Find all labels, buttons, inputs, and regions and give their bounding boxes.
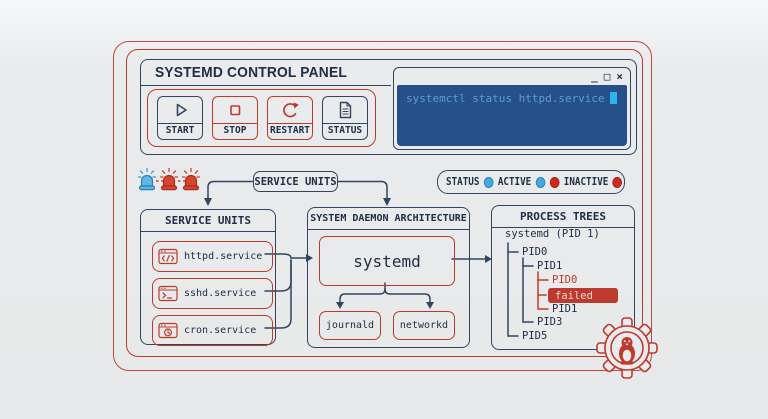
- systemd-label: systemd: [353, 251, 421, 271]
- tree-node: PID5: [522, 330, 548, 342]
- tree-node: PID3: [537, 316, 563, 328]
- refresh-icon: [268, 97, 312, 123]
- systemd-node[interactable]: systemd: [319, 236, 455, 286]
- tree-node-error: PID0: [552, 274, 578, 286]
- status-button-label: STATUS: [323, 123, 367, 139]
- inactive-dot-icon: [612, 176, 623, 188]
- active-dot-icon: [535, 176, 546, 188]
- start-button-label: START: [158, 123, 202, 139]
- gear-linux-tux-icon: [596, 317, 658, 379]
- status-button[interactable]: STATUS: [322, 96, 368, 140]
- control-panel: [140, 59, 637, 155]
- tree-node: PID0: [522, 246, 548, 258]
- panel-title: SYSTEMD CONTROL PANEL: [155, 64, 347, 81]
- outer-red-frame: [113, 41, 652, 371]
- service-item-sshd[interactable]: sshd.service: [152, 278, 273, 309]
- terminal-window: _ □ × systemctl status httpd.service: [393, 67, 631, 150]
- service-units-title: SERVICE UNITS: [141, 210, 275, 232]
- siren-red-icon: [159, 167, 179, 191]
- title-divider: [141, 85, 391, 86]
- service-units-box: SERVICE UNITS httpd.service sshd.service: [140, 209, 276, 346]
- siren-red-icon: [181, 167, 201, 191]
- stop-icon: [213, 97, 257, 123]
- minimize-button[interactable]: _: [591, 69, 598, 83]
- restart-button[interactable]: RESTART: [267, 96, 313, 140]
- process-trees-box: PROCESS TREES: [491, 205, 635, 350]
- service-item-cron[interactable]: cron.service: [152, 315, 273, 346]
- tree-root: systemd (PID 1): [505, 228, 600, 240]
- code-window-icon: [158, 248, 178, 265]
- tree-node: PID1: [537, 260, 563, 272]
- tree-node: PID1: [552, 303, 578, 315]
- networkd-node[interactable]: networkd: [393, 311, 455, 340]
- service-item-label: sshd.service: [184, 288, 257, 299]
- start-button[interactable]: START: [157, 96, 203, 140]
- service-units-flow-label: SERVICE UNITS: [253, 171, 338, 192]
- inactive-dot-icon: [549, 176, 560, 188]
- journald-node[interactable]: journald: [319, 311, 381, 340]
- architecture-box: SYSTEM DAEMON ARCHITECTURE systemd journ…: [307, 207, 470, 348]
- service-item-label: httpd.service: [184, 251, 263, 262]
- control-buttons-group: [147, 89, 376, 147]
- close-button[interactable]: ×: [616, 69, 623, 83]
- play-icon: [158, 97, 202, 123]
- active-dot-icon: [483, 176, 494, 188]
- journald-label: journald: [325, 320, 375, 331]
- terminal-titlebar: _ □ ×: [394, 68, 630, 85]
- stop-button-label: STOP: [213, 123, 257, 139]
- terminal-prompt-icon: [158, 285, 178, 302]
- clock-window-icon: [158, 322, 178, 339]
- terminal-command: systemctl status httpd.service: [406, 92, 605, 105]
- maximize-button[interactable]: □: [603, 69, 611, 83]
- process-trees-title: PROCESS TREES: [492, 206, 634, 228]
- restart-button-label: RESTART: [268, 123, 312, 139]
- inner-red-frame: [126, 49, 643, 357]
- networkd-label: networkd: [399, 320, 449, 331]
- stop-button[interactable]: STOP: [212, 96, 258, 140]
- linux-tux-icon: [619, 337, 635, 365]
- legend-active-label: ACTIVE: [497, 176, 532, 188]
- document-icon: [323, 97, 367, 123]
- status-legend: STATUS ACTIVE INACTIVE: [437, 170, 625, 194]
- terminal-content[interactable]: systemctl status httpd.service: [397, 85, 627, 146]
- failed-badge: failed: [548, 288, 618, 303]
- siren-blue-icon: [137, 167, 157, 191]
- service-item-label: cron.service: [184, 325, 257, 336]
- legend-inactive-label: INACTIVE: [563, 176, 609, 188]
- legend-status-label: STATUS: [446, 176, 480, 188]
- terminal-cursor: [609, 92, 617, 104]
- architecture-title: SYSTEM DAEMON ARCHITECTURE: [308, 208, 469, 230]
- service-item-httpd[interactable]: httpd.service: [152, 241, 273, 272]
